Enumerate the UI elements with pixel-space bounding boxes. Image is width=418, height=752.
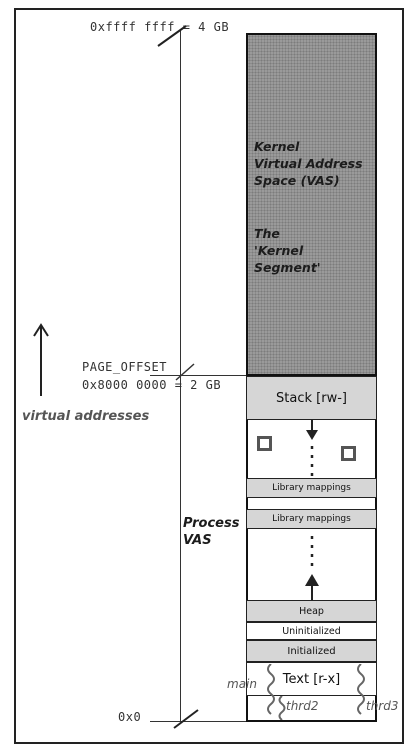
stack-segment: Stack [rw-] xyxy=(246,376,377,420)
bottom-line xyxy=(150,721,246,722)
address-mid-label: 0x8000 0000 = 2 GB xyxy=(82,378,222,392)
library-mappings-segment: Library mappings xyxy=(246,478,377,498)
kernel-segment-title: The 'Kernel Segment' xyxy=(254,225,321,276)
stack-grow-down-arrow-icon xyxy=(306,420,318,476)
process-line: VAS xyxy=(183,533,212,548)
top-tick xyxy=(157,25,187,47)
bottom-tick xyxy=(173,709,199,729)
initialized-segment: Initialized xyxy=(246,640,377,662)
process-line: Process xyxy=(183,516,240,531)
thread-thrd3-wave-icon xyxy=(357,664,365,715)
uninitialized-segment: Uninitialized xyxy=(246,622,377,640)
library-mappings-segment: Library mappings xyxy=(246,509,377,529)
thread-thrd2-label: thrd2 xyxy=(286,699,319,713)
heap-segment: Heap xyxy=(246,600,377,622)
kernel-line: Space (VAS) xyxy=(254,173,340,188)
kernel-line: Kernel xyxy=(254,139,300,154)
kernel-segment-line: Segment' xyxy=(254,260,321,275)
page-offset-line xyxy=(150,375,246,376)
kernel-segment-line: 'Kernel xyxy=(254,243,304,258)
thread-main-wave-icon xyxy=(267,664,275,715)
address-bottom-label: 0x0 xyxy=(118,710,142,724)
page-offset-label: PAGE_OFFSET xyxy=(82,360,167,374)
square-icon xyxy=(341,446,356,461)
kernel-segment-line: The xyxy=(254,226,280,241)
kernel-vas-title: Kernel Virtual Address Space (VAS) xyxy=(254,138,363,189)
process-vas-label: Process VAS xyxy=(183,515,239,549)
kernel-line: Virtual Address xyxy=(254,156,363,171)
thread-main-label: main xyxy=(227,677,257,691)
up-arrow-icon xyxy=(33,323,49,396)
address-top-label: 0xffff ffff = 4 GB xyxy=(90,20,230,34)
thread-thrd3-label: thrd3 xyxy=(366,699,399,713)
virtual-addresses-label: virtual addresses xyxy=(22,409,150,424)
kernel-vas-region xyxy=(246,33,377,376)
heap-grow-up-arrow-icon xyxy=(305,536,319,600)
thread-thrd2-wave-icon xyxy=(278,696,286,720)
square-icon xyxy=(257,436,272,451)
page-offset-tick xyxy=(175,363,195,381)
